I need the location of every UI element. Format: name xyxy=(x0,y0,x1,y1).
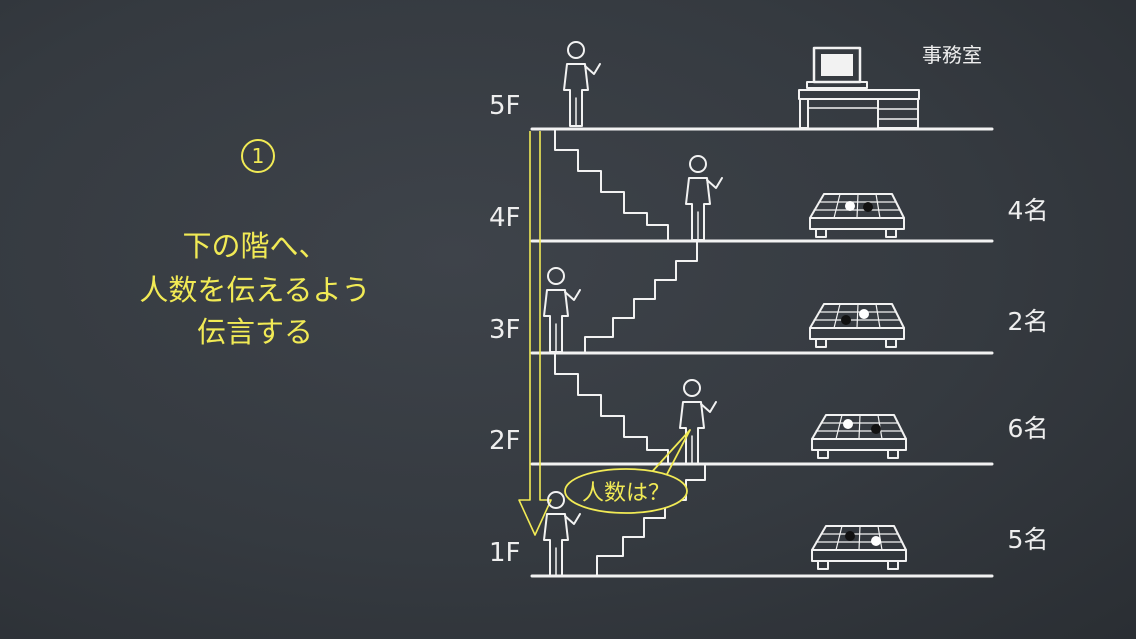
count-label-2f: 6名 xyxy=(1008,414,1049,443)
instruction-line-1: 下の階へ、 xyxy=(182,229,327,263)
floor-label-3f: 3F xyxy=(489,315,521,345)
instruction-line-2: 人数を伝えるよう xyxy=(139,273,370,307)
stair-flight-2-1 xyxy=(596,463,706,577)
step-number-circle xyxy=(241,139,275,173)
instruction-line-3: 伝言する xyxy=(197,315,313,349)
go-board-4f xyxy=(809,193,905,238)
person-3f xyxy=(543,267,581,353)
person-2f xyxy=(679,379,717,465)
person-icon xyxy=(543,491,581,577)
go-board-icon xyxy=(809,303,905,348)
person-icon xyxy=(679,379,717,465)
go-board-icon xyxy=(811,525,907,570)
go-board-1f xyxy=(811,525,907,570)
count-label-1f: 5名 xyxy=(1008,525,1049,554)
count-label-4f: 4名 xyxy=(1008,196,1049,225)
floor-label-2f: 2F xyxy=(489,426,521,456)
person-5f xyxy=(563,41,601,127)
stair-flight-5-4 xyxy=(554,128,669,242)
stair-flight-3-2 xyxy=(554,352,669,465)
instruction-block: 1 下の階へ、 人数を伝えるよう 伝言する xyxy=(139,139,371,349)
floor-label-4f: 4F xyxy=(489,203,521,233)
down-arrow-icon xyxy=(518,131,552,536)
floor-labels: 5F 4F 3F 2F 1F xyxy=(489,91,521,568)
person-1f xyxy=(543,491,581,577)
person-icon xyxy=(563,41,601,127)
person-icon xyxy=(543,267,581,353)
count-labels: 4名 2名 6名 5名 xyxy=(1008,196,1049,554)
speech-bubble-text: 人数は？ xyxy=(582,481,670,506)
step-number: 1 xyxy=(252,144,265,168)
go-board-2f xyxy=(811,414,907,459)
floor-label-1f: 1F xyxy=(489,538,521,568)
stairs-icon xyxy=(554,128,706,577)
computer-desk-icon xyxy=(798,46,920,129)
stair-flight-4-3 xyxy=(584,240,698,354)
go-board-icon xyxy=(811,414,907,459)
person-4f xyxy=(685,155,723,241)
go-board-3f xyxy=(809,303,905,348)
office-label: 事務室 xyxy=(922,43,982,67)
floor-label-5f: 5F xyxy=(489,91,521,121)
count-label-3f: 2名 xyxy=(1008,307,1049,336)
go-board-icon xyxy=(809,193,905,238)
speech-bubble: 人数は？ xyxy=(564,429,691,514)
person-icon xyxy=(685,155,723,241)
